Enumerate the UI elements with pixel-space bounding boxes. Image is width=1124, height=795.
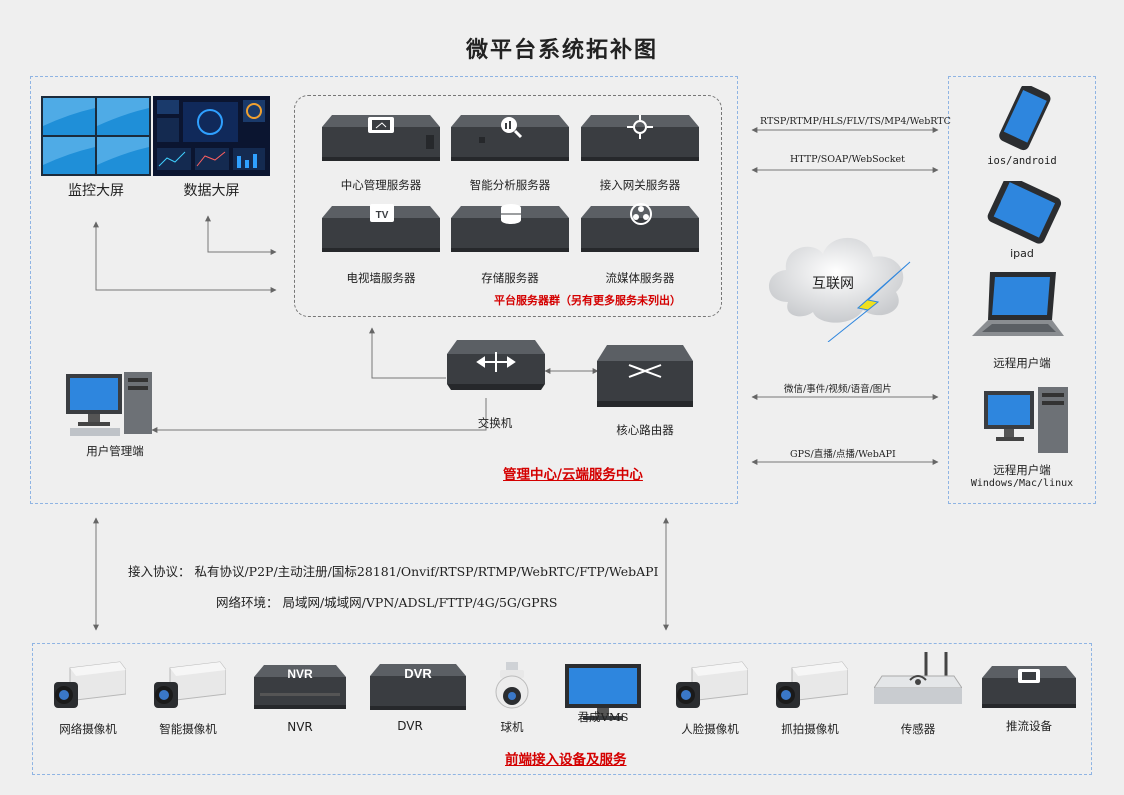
dome-camera-icon <box>495 662 529 709</box>
link-switch-usermgmt <box>151 398 487 433</box>
frontend-devices-region <box>32 643 1092 775</box>
device-label-sensor: 传感器 <box>900 722 936 736</box>
server-label-tv: 电视墙服务器 <box>346 271 416 285</box>
remote-user-desktop-label: 远程用户端 <box>993 463 1051 477</box>
user-management-label: 用户管理端 <box>86 444 144 458</box>
tv-badge-text: TV <box>376 210 389 221</box>
sensor-icon <box>874 652 962 704</box>
access-protocol-line: 接入协议： 私有协议/P2P/主动注册/国标28181/Onvif/RTSP/R… <box>128 564 659 579</box>
os-list-label: Windows/Mac/linux <box>970 478 1074 489</box>
internet-cloud-icon <box>768 237 911 342</box>
protocol-label-gps: GPS/直播/点播/WebAPI <box>790 449 896 460</box>
protocol-label-http: HTTP/SOAP/WebSocket <box>790 154 905 165</box>
gateway-server-icon <box>581 115 699 161</box>
ipad-label: ipad <box>1010 247 1034 260</box>
management-center-label: 管理中心/云端服务中心 <box>503 467 643 483</box>
stream-pusher-icon <box>982 666 1076 708</box>
ios-android-label: ios/android <box>987 155 1057 167</box>
server-label-storage: 存储服务器 <box>481 271 539 285</box>
device-label-stream-pusher: 推流设备 <box>1006 719 1052 733</box>
server-group-label: 平台服务器群（另有更多服务未列出） <box>494 294 681 307</box>
data-screen-label: 数据大屏 <box>183 183 240 199</box>
dvr-badge-text: DVR <box>404 666 432 681</box>
protocol-label-events: 微信/事件/视频/语音/图片 <box>784 384 892 395</box>
device-label-vms: 君成VMS <box>577 710 629 724</box>
nvr-icon: NVR <box>254 665 346 709</box>
frontend-devices-label: 前端接入设备及服务 <box>505 752 627 768</box>
smartphone-icon <box>999 86 1051 151</box>
link-monitor-servers <box>93 221 277 293</box>
desktop-pc-icon <box>984 387 1068 453</box>
management-center-region <box>30 76 738 504</box>
server-label-gateway: 接入网关服务器 <box>599 178 681 192</box>
link-datascreen-servers <box>205 215 277 255</box>
tv-wall-server-icon: TV <box>322 204 440 252</box>
storage-server-icon <box>451 204 569 252</box>
nvr-badge-text: NVR <box>287 667 313 681</box>
device-label-dome-camera: 球机 <box>500 720 524 734</box>
dvr-icon: DVR <box>370 664 466 710</box>
server-label-media: 流媒体服务器 <box>605 271 675 285</box>
device-label-network-camera: 网络摄像机 <box>59 722 117 736</box>
router-icon <box>597 345 693 407</box>
device-label-smart-camera: 智能摄像机 <box>159 722 217 736</box>
network-environment-line: 网络环境： 局域网/城域网/VPN/ADSL/FTTP/4G/5G/GPRS <box>216 595 558 610</box>
media-server-icon <box>581 203 699 252</box>
router-label: 核心路由器 <box>616 423 674 437</box>
tablet-icon <box>987 181 1062 244</box>
server-label-analysis: 智能分析服务器 <box>469 178 551 192</box>
server-group-region <box>294 95 722 317</box>
device-label-nvr: NVR <box>287 720 313 734</box>
face-camera-icon <box>676 661 748 708</box>
monitor-wall-label: 监控大屏 <box>68 183 124 199</box>
capture-camera-icon <box>776 661 848 708</box>
monitor-wall-icon <box>41 96 151 176</box>
remote-clients-region <box>948 76 1096 504</box>
server-label-management: 中心管理服务器 <box>340 178 422 192</box>
page-title: 微平台系统拓补图 <box>465 37 658 63</box>
switch-label: 交换机 <box>477 416 513 430</box>
remote-user-label: 远程用户端 <box>993 356 1051 370</box>
device-label-face-camera: 人脸摄像机 <box>681 722 739 736</box>
smart-camera-icon <box>154 661 226 708</box>
device-label-capture-camera: 抓拍摄像机 <box>781 722 839 736</box>
internet-label: 互联网 <box>812 276 854 292</box>
network-camera-icon <box>54 661 126 708</box>
analysis-server-icon <box>451 115 569 161</box>
laptop-icon <box>972 272 1064 336</box>
link-switch-servers <box>369 327 446 379</box>
vms-monitor-icon <box>565 664 641 720</box>
management-server-icon <box>322 115 440 161</box>
device-label-dvr: DVR <box>397 719 423 733</box>
protocol-label-streaming: RTSP/RTMP/HLS/FLV/TS/MP4/WebRTC <box>760 116 951 127</box>
user-management-pc-icon <box>66 372 152 436</box>
data-screen-icon <box>153 96 270 176</box>
switch-icon <box>447 340 545 390</box>
